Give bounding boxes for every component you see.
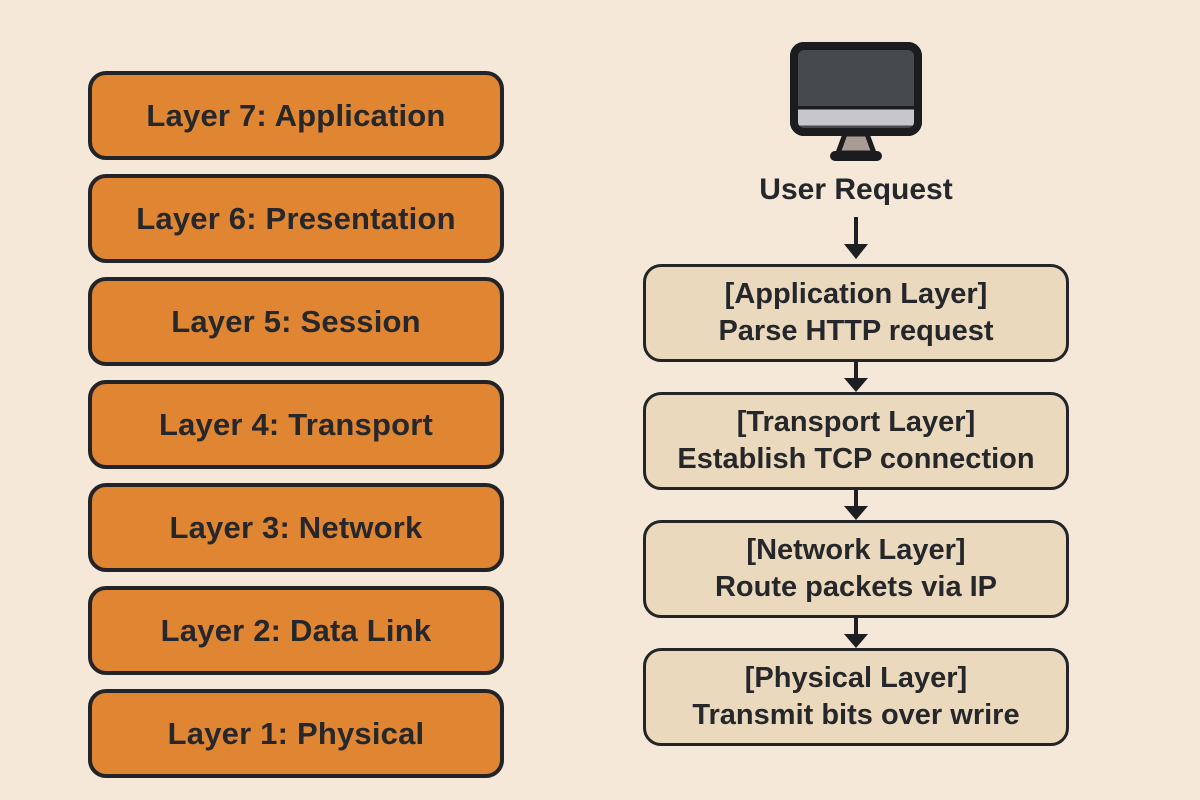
arrow-down-icon	[844, 618, 868, 648]
arrow-down-icon	[844, 217, 868, 259]
computer-monitor-icon	[790, 42, 922, 161]
flow-step-title: [Transport Layer]	[736, 406, 976, 438]
flow-step-subtitle: Parse HTTP request	[718, 315, 994, 347]
osi-layer-label: Layer 1: Physical	[167, 715, 425, 751]
flow-step-physical: [Physical Layer] Transmit bits over wrir…	[643, 648, 1069, 746]
osi-layer-label: Layer 5: Session	[171, 303, 421, 339]
monitor-stand	[835, 131, 877, 156]
user-request-label: User Request	[759, 173, 953, 206]
osi-layer-box-1: Layer 1: Physical	[88, 689, 504, 778]
flow-step-subtitle: Establish TCP connection	[677, 443, 1035, 475]
osi-layer-label: Layer 7: Application	[146, 97, 446, 133]
arrow-down-icon	[844, 362, 868, 392]
flow-step-subtitle: Transmit bits over wrire	[692, 699, 1020, 731]
monitor-strip-divider	[798, 106, 914, 110]
osi-layer-box-5: Layer 5: Session	[88, 277, 504, 366]
monitor-strip	[798, 109, 914, 126]
osi-layer-box-6: Layer 6: Presentation	[88, 174, 504, 263]
osi-layer-label: Layer 4: Transport	[158, 406, 434, 442]
request-flow: User Request [Application Layer] Parse H…	[643, 40, 1069, 746]
flow-step-title: [Application Layer]	[724, 278, 988, 310]
osi-layer-label: Layer 6: Presentation	[136, 200, 456, 236]
osi-layer-box-4: Layer 4: Transport	[88, 380, 504, 469]
monitor-base	[830, 151, 882, 161]
flow-step-transport: [Transport Layer] Establish TCP connecti…	[643, 392, 1069, 490]
flow-step-title: [Physical Layer]	[744, 662, 968, 694]
osi-layer-stack: Layer 7: Application Layer 6: Presentati…	[88, 71, 504, 778]
flow-step-network: [Network Layer] Route packets via IP	[643, 520, 1069, 618]
osi-layer-box-7: Layer 7: Application	[88, 71, 504, 160]
osi-layer-label: Layer 2: Data Link	[160, 612, 432, 648]
osi-layer-box-2: Layer 2: Data Link	[88, 586, 504, 675]
flow-step-subtitle: Route packets via IP	[714, 571, 998, 603]
arrow-down-icon	[844, 490, 868, 520]
flow-step-title: [Network Layer]	[746, 534, 966, 566]
flow-step-application: [Application Layer] Parse HTTP request	[643, 264, 1069, 362]
osi-layer-label: Layer 3: Network	[169, 509, 423, 545]
osi-layer-box-3: Layer 3: Network	[88, 483, 504, 572]
